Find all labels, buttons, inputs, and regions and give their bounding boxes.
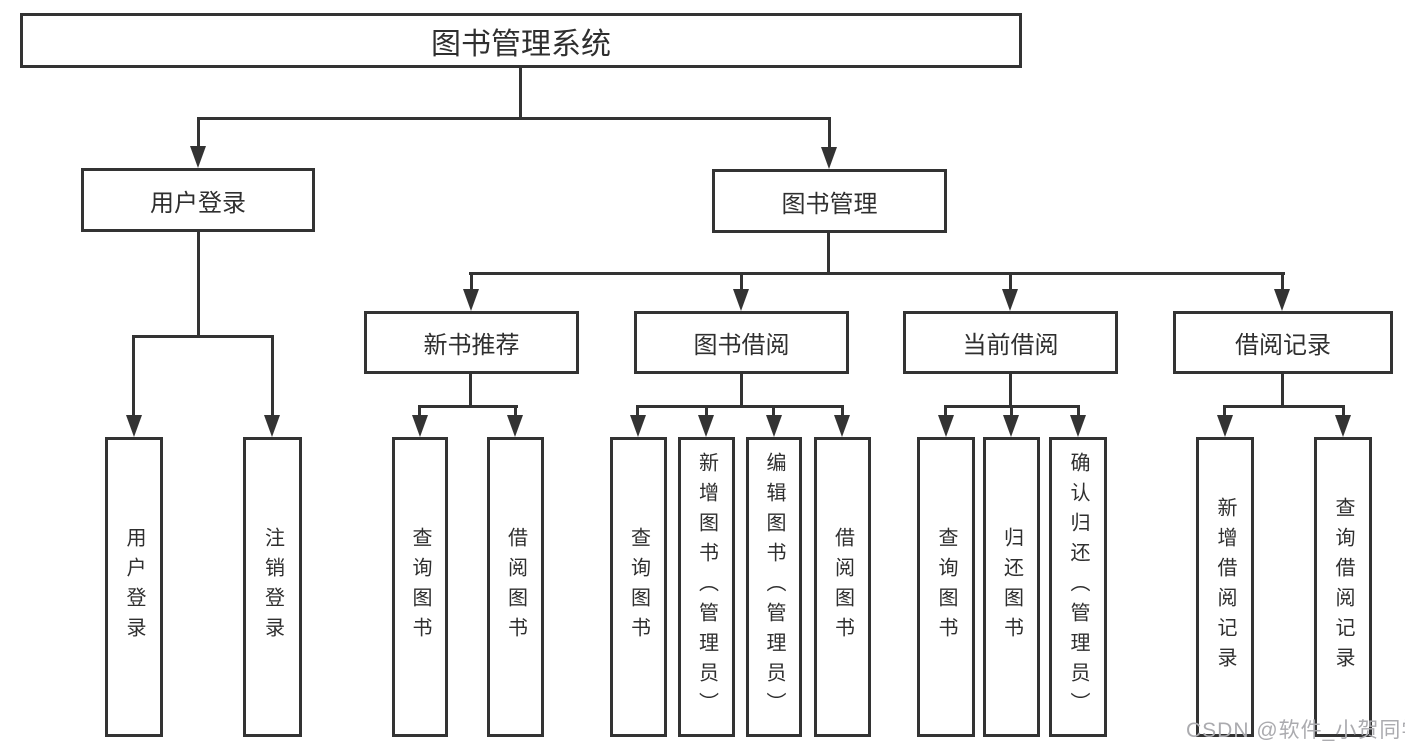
leaf-records-add-record: 新增借阅记录: [1196, 437, 1254, 737]
connector-records-stem: [1281, 373, 1284, 408]
node-borrow-records: 借阅记录: [1173, 311, 1393, 374]
node-book-borrow: 图书借阅: [634, 311, 849, 374]
connector-mgmt-shaft-3: [1009, 272, 1012, 292]
connector-recommend-stem: [469, 374, 472, 408]
connector-mgmt-shaft-4: [1281, 272, 1284, 292]
connector-login-hbar: [132, 335, 274, 338]
node-user-login: 用户登录: [81, 168, 315, 232]
arrow-down-icon: [733, 289, 749, 311]
arrow-down-icon: [1217, 415, 1233, 437]
arrow-down-icon: [126, 415, 142, 437]
arrow-down-icon: [1003, 415, 1019, 437]
connector-current-stem: [1009, 374, 1012, 408]
connector-current-shaft-3: [1077, 405, 1080, 417]
leaf-current-query-book: 查询图书: [917, 437, 975, 737]
connector-records-hbar: [1223, 405, 1345, 408]
connector-recommend-hbar: [418, 405, 518, 408]
node-library-management-system: 图书管理系统: [20, 13, 1022, 68]
leaf-recommend-borrow-book: 借阅图书: [487, 437, 544, 737]
arrow-down-icon: [463, 289, 479, 311]
leaf-borrow-borrow-book: 借阅图书: [814, 437, 871, 737]
leaf-current-confirm-return-admin: 确认归还（管理员）: [1049, 437, 1107, 737]
connector-borrow-hbar: [636, 405, 844, 408]
node-book-management: 图书管理: [712, 169, 947, 233]
connector-root-hbar: [197, 117, 831, 120]
leaf-records-query-record: 查询借阅记录: [1314, 437, 1372, 737]
arrow-down-icon: [190, 146, 206, 168]
connector-login-left-shaft: [132, 335, 135, 417]
leaf-current-return-book: 归还图书: [983, 437, 1040, 737]
connector-recommend-shaft-2: [514, 405, 517, 417]
connector-borrow-shaft-3: [772, 405, 775, 417]
node-new-book-recommend: 新书推荐: [364, 311, 579, 374]
connector-root-right-shaft: [828, 117, 831, 149]
leaf-borrow-edit-book-admin: 编辑图书（管理员）: [746, 437, 802, 737]
arrow-down-icon: [821, 147, 837, 169]
connector-login-stem: [197, 232, 200, 338]
connector-root-stem: [519, 68, 522, 120]
connector-records-shaft-2: [1342, 405, 1345, 417]
leaf-borrow-query-book: 查询图书: [610, 437, 667, 737]
connector-records-shaft-1: [1223, 405, 1226, 417]
leaf-borrow-add-book-admin: 新增图书（管理员）: [678, 437, 735, 737]
leaf-user-login: 用户登录: [105, 437, 163, 737]
arrow-down-icon: [507, 415, 523, 437]
arrow-down-icon: [1335, 415, 1351, 437]
connector-mgmt-hbar: [469, 272, 1285, 275]
connector-mgmt-stem: [827, 233, 830, 275]
connector-borrow-shaft-4: [841, 405, 844, 417]
connector-borrow-stem: [740, 374, 743, 408]
connector-borrow-shaft-1: [636, 405, 639, 417]
arrow-down-icon: [698, 415, 714, 437]
connector-login-right-shaft: [271, 335, 274, 417]
connector-mgmt-shaft-1: [470, 272, 473, 292]
connector-current-shaft-1: [944, 405, 947, 417]
connector-recommend-shaft-1: [418, 405, 421, 417]
arrow-down-icon: [766, 415, 782, 437]
leaf-logout: 注销登录: [243, 437, 302, 737]
connector-root-left-shaft: [197, 117, 200, 148]
arrow-down-icon: [938, 415, 954, 437]
arrow-down-icon: [264, 415, 280, 437]
arrow-down-icon: [412, 415, 428, 437]
arrow-down-icon: [834, 415, 850, 437]
connector-mgmt-shaft-2: [740, 272, 743, 292]
csdn-watermark: CSDN @软件_小贺同学: [1186, 719, 1405, 742]
leaf-recommend-query-book: 查询图书: [392, 437, 448, 737]
connector-borrow-shaft-2: [705, 405, 708, 417]
arrow-down-icon: [1002, 289, 1018, 311]
node-current-borrow: 当前借阅: [903, 311, 1118, 374]
arrow-down-icon: [630, 415, 646, 437]
arrow-down-icon: [1274, 289, 1290, 311]
arrow-down-icon: [1070, 415, 1086, 437]
connector-current-shaft-2: [1010, 405, 1013, 417]
